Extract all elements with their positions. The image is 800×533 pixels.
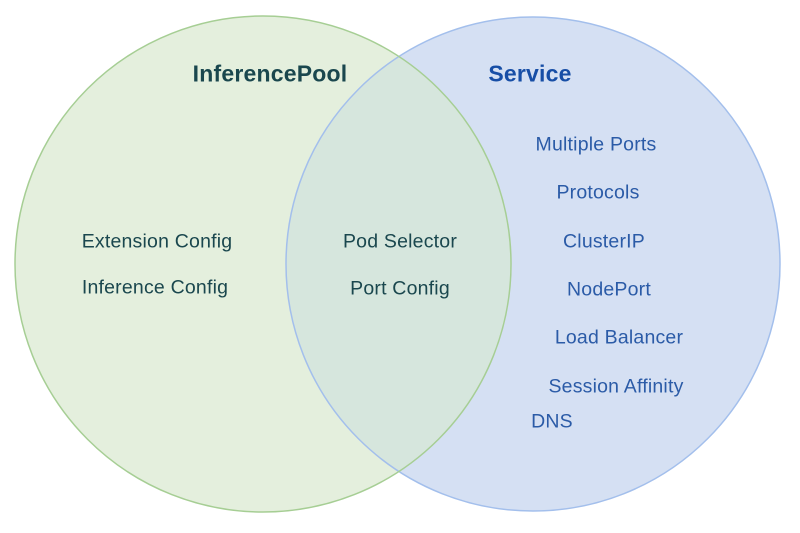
overlap-item-port-config: Port Config (350, 277, 450, 300)
right-item-session-affinity: Session Affinity (548, 375, 684, 398)
right-item-multiple-ports: Multiple Ports (535, 133, 657, 156)
right-item-dns: DNS (531, 410, 573, 433)
right-item-load-balancer: Load Balancer (554, 326, 684, 349)
service-circle-outline (285, 16, 781, 512)
overlap-item-pod-selector: Pod Selector (342, 230, 458, 253)
left-item-inference-config: Inference Config (81, 276, 229, 299)
inferencepool-circle-outline (14, 15, 512, 513)
right-item-clusterip: ClusterIP (563, 230, 645, 253)
overlap-lens (286, 56, 511, 472)
right-item-nodeport: NodePort (567, 278, 651, 301)
left-item-extension-config: Extension Config (81, 230, 233, 253)
inferencepool-title: InferencePool (192, 60, 348, 87)
right-item-protocols: Protocols (556, 181, 640, 204)
service-title: Service (488, 60, 572, 87)
